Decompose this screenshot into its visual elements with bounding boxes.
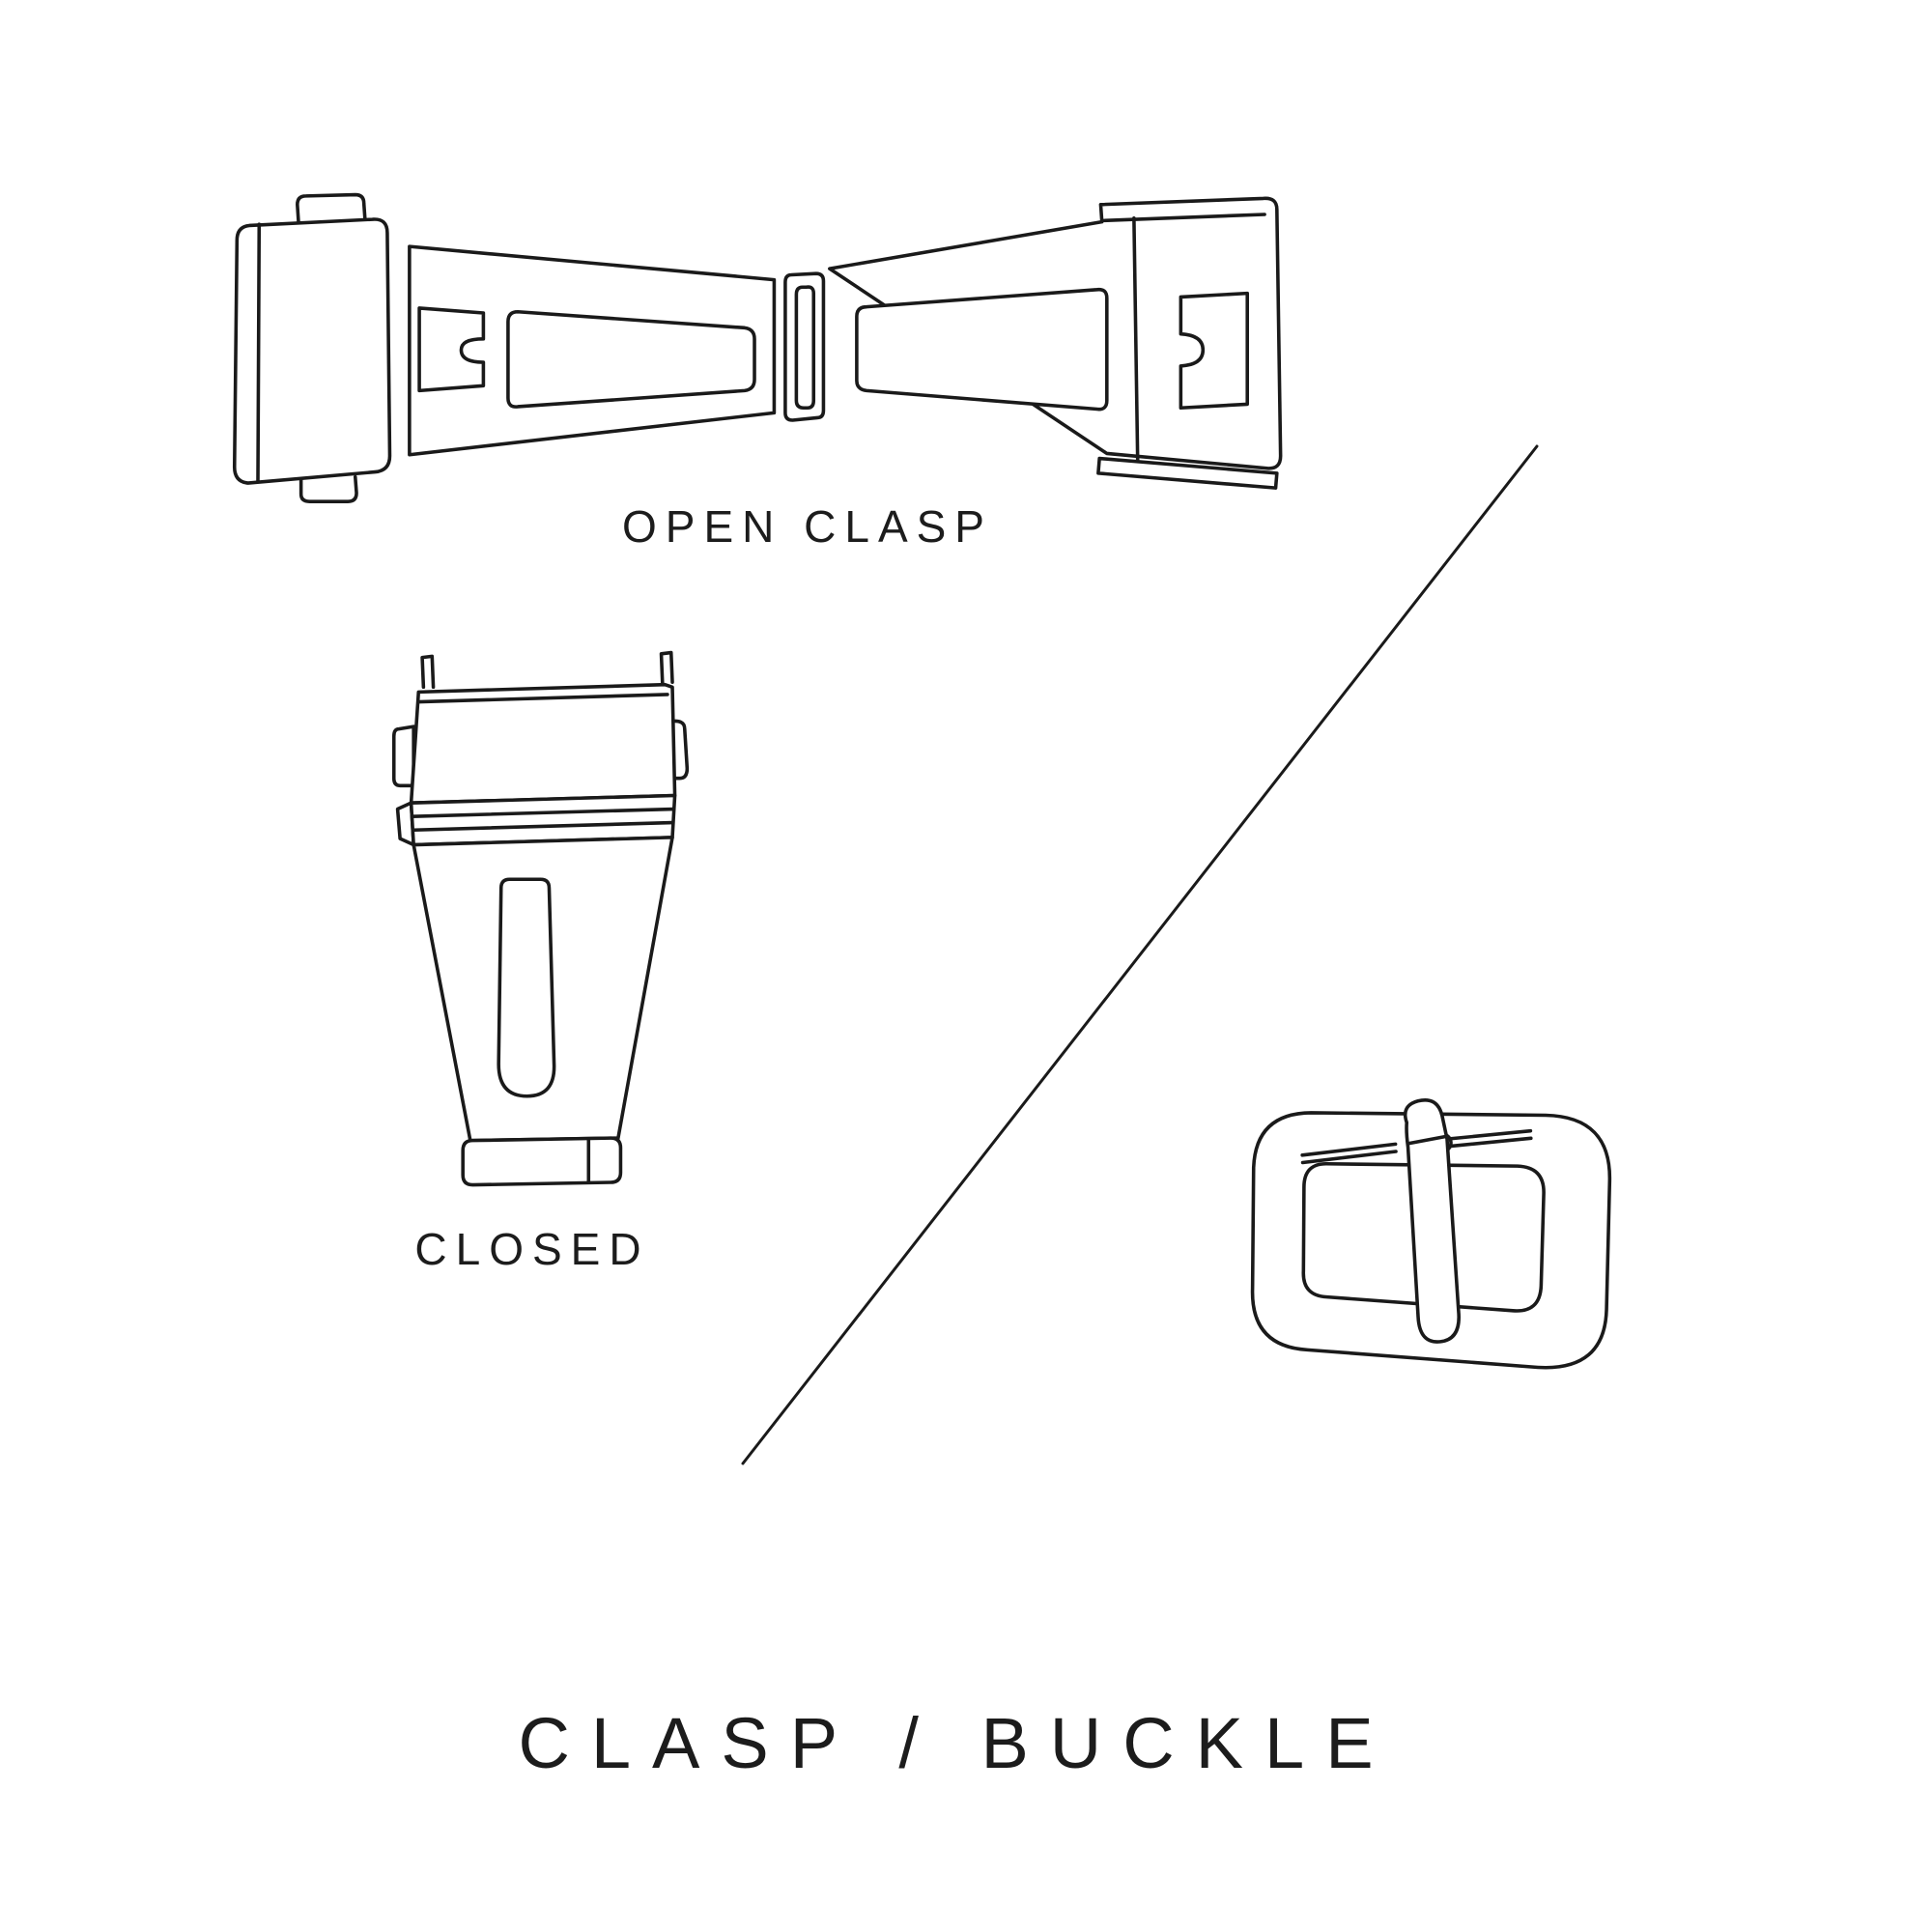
open-clasp-illustration [232,192,1283,503]
closed-clasp-illustration [391,650,690,1187]
diagonal-divider-line [741,444,1539,1465]
closed-caption: CLOSED [414,1224,650,1274]
buckle-illustration [1250,1098,1612,1370]
page-title: CLASP / BUCKLE [518,1703,1395,1783]
open-clasp-caption: OPEN CLASP [622,501,993,552]
